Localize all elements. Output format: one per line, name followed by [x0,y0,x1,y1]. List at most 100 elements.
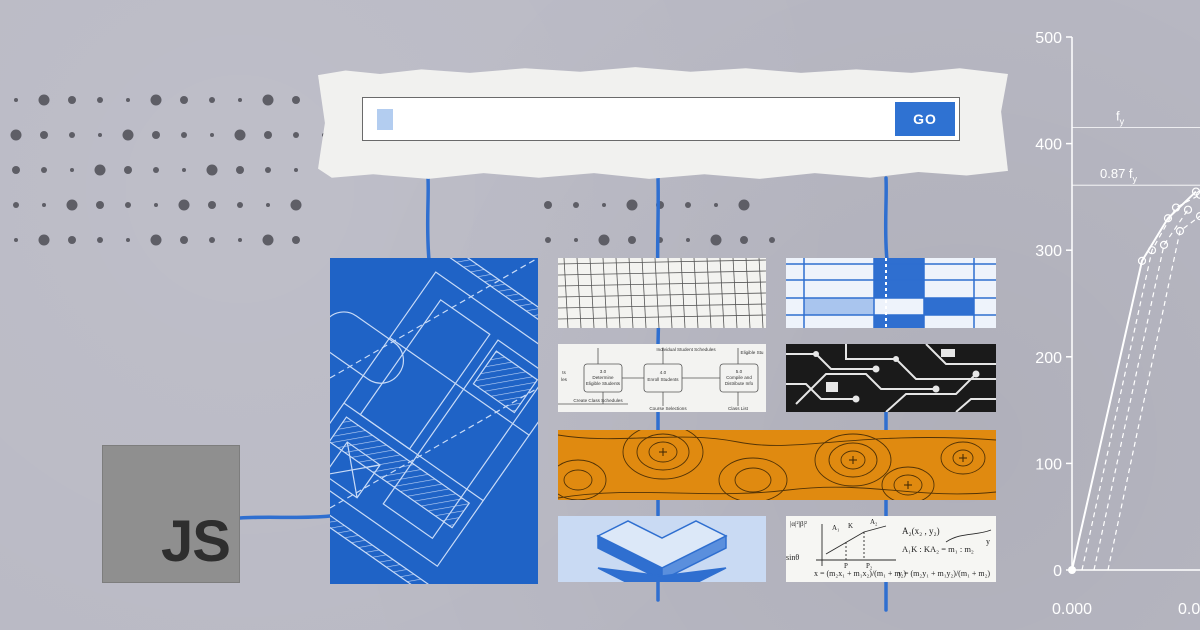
annotation-label: fy [1116,109,1125,127]
decorative-dot [152,131,160,139]
grid-line [589,258,595,328]
label-p: P [844,562,848,570]
decorative-dot [262,234,274,246]
decorative-dot [292,96,300,104]
search-bar: GO [362,97,960,142]
decorative-dot [206,164,218,176]
decorative-dot [208,201,216,209]
edge-fragment-1: ts [562,370,566,375]
decorative-dot [178,199,190,211]
isometric-illustration [596,520,728,582]
topographic-map-tile[interactable] [558,430,996,500]
decorative-dot [97,97,103,103]
decorative-dot [41,167,47,173]
decorative-dot [153,167,159,173]
go-button[interactable]: GO [895,102,955,136]
flow-diagram-tile[interactable]: 3.0 Determine Eligible Students 4.0 Enro… [558,344,766,412]
formula-sin: sinθ [786,553,799,562]
series-point [1147,246,1157,255]
formula-ratio: A₁K : KA₂ = m₁ : m₂ [902,544,974,554]
decorative-dot [769,237,775,243]
decorative-dot [14,98,18,102]
series-point [1171,203,1181,212]
decorative-dot [182,168,186,172]
decorative-dot [68,236,76,244]
series-line [1081,194,1200,571]
series-point [1195,190,1200,199]
decorative-dot [154,203,158,207]
series-point [1195,211,1200,221]
grid-line [558,303,766,309]
annotation-label: 0.87 fy [1100,166,1138,184]
decorative-dot [124,166,132,174]
grid-line [558,270,766,276]
decorative-dot [209,97,215,103]
series-line [1071,190,1197,571]
wire-js [238,514,332,520]
circuit-board-tile[interactable] [786,344,996,412]
connector-wires [238,176,889,612]
grid-line [667,258,673,328]
grid-line [558,314,766,320]
decorative-dot [40,131,48,139]
decorative-dot [738,199,750,211]
x-tick-label: 0.000 [1052,601,1092,618]
search-input[interactable] [363,98,925,142]
flow-label-eligible: Eligible Stu [741,350,764,355]
formula-y: y = (m₂y₁ + m₁y₂)/(m₁ + m₂) [898,569,990,578]
circuit-illustration [786,344,996,412]
math-illustration: A₂(x₂ , y₂) A₁K : KA₂ = m₁ : m₂ x = (m₂x… [786,518,992,578]
decorative-dot [180,236,188,244]
decorative-dot [234,129,246,141]
decorative-dot [69,132,75,138]
decorative-dot [685,202,691,208]
decorative-dot [236,166,244,174]
series-line [1093,209,1189,571]
decorative-dot [714,203,718,207]
decorative-dot [126,98,130,102]
decorative-dot [14,238,18,242]
series-point [1137,256,1147,265]
decorative-dot [42,203,46,207]
math-notes-tile[interactable]: A₂(x₂ , y₂) A₁K : KA₂ = m₁ : m₂ x = (m₂x… [786,516,996,582]
grid-line [654,258,660,328]
decorative-dot [125,202,131,208]
decorative-dot [238,238,242,242]
series-point [1183,205,1193,214]
box-3-line2: Eligible Students [586,381,621,386]
table-grid-tile[interactable] [786,258,996,328]
grid-line [732,258,738,328]
isometric-blocks-tile[interactable] [558,516,766,582]
formula-x: x = (m₂x₁ + m₁x₂)/(m₁ + m₂) [814,569,906,578]
y-tick-label: 0 [1053,563,1062,580]
decorative-dot [602,203,606,207]
blueprint-illustration [330,258,538,584]
decorative-dot [293,132,299,138]
grid-line [563,258,569,328]
grid-line [719,258,725,328]
x-tick-label: 0.0 [1178,601,1200,618]
label-a2: A₂ [870,518,878,526]
grid-line [680,258,686,328]
decorative-dot [686,238,690,242]
y-tick-label: 200 [1035,350,1062,367]
table-illustration [786,258,996,328]
decorative-dot [294,168,298,172]
javascript-logo: JS [102,445,240,583]
decorative-dot [740,236,748,244]
formula-a2: A₂(x₂ , y₂) [902,526,940,536]
decorative-dot [181,132,187,138]
decorative-dot [573,202,579,208]
blueprint-tile[interactable] [330,258,538,584]
origin-point [1068,566,1076,574]
label-p2: P₂ [866,562,873,570]
decorative-dot [70,168,74,172]
wire-middle [655,176,661,602]
grid-paper-tile[interactable] [558,258,766,328]
javascript-logo-text: JS [161,509,231,574]
wire-right [883,176,889,612]
grid-illustration [558,258,766,328]
decorative-dot [262,94,274,106]
decorative-dot [210,133,214,137]
